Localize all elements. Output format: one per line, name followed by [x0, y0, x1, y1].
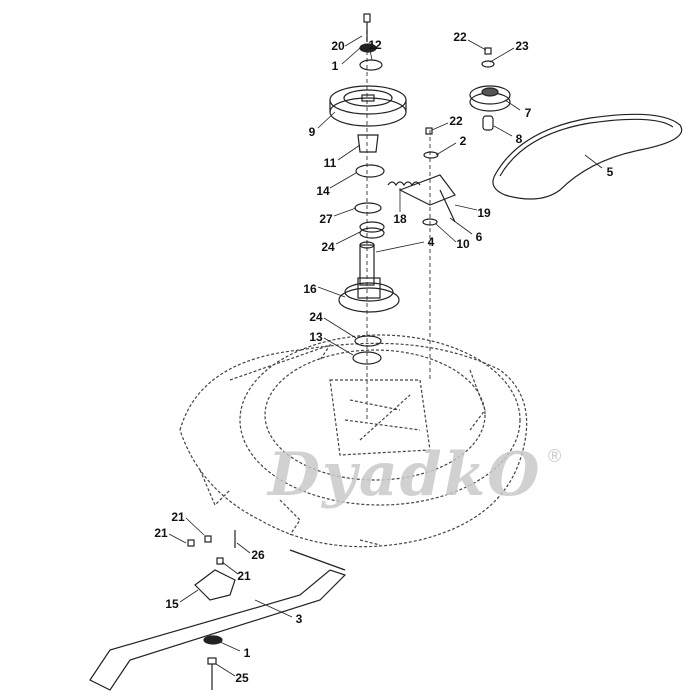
callout-22b: 22: [449, 114, 463, 128]
callout-12: 12: [368, 38, 382, 52]
bearing-24-top: [359, 221, 385, 239]
mower-deck: [179, 334, 528, 548]
callout-7: 7: [524, 106, 532, 120]
washer-23: [481, 60, 495, 68]
callout-27: 27: [319, 212, 333, 226]
callout-16: 16: [303, 282, 317, 296]
hub-11: [357, 134, 379, 153]
washer-13: [352, 351, 382, 365]
callout-25: 25: [235, 671, 249, 685]
callout-6: 6: [475, 230, 483, 244]
watermark-logo: DyadkO: [268, 440, 542, 510]
callout-24: 24: [321, 240, 335, 254]
callout-15: 15: [165, 597, 179, 611]
callout-1b: 1: [243, 646, 251, 660]
callout-20: 20: [331, 39, 345, 53]
bolts-21: [187, 530, 236, 565]
idler-arm-6: [398, 174, 456, 206]
callout-18: 18: [393, 212, 407, 226]
blade-3: [89, 569, 347, 691]
callout-24b: 24: [309, 310, 323, 324]
callout-2: 2: [459, 134, 467, 148]
callout-19: 19: [477, 206, 491, 220]
callout-21a: 21: [171, 510, 185, 524]
leader-lines: [168, 35, 603, 677]
oring-27: [354, 202, 382, 214]
nut-22-top: [484, 47, 492, 55]
callout-22: 22: [453, 30, 467, 44]
washer-10: [422, 218, 438, 226]
callout-1: 1: [331, 59, 339, 73]
callout-11: 11: [323, 156, 337, 170]
callout-26: 26: [251, 548, 265, 562]
spindle-4: [359, 241, 375, 286]
belt-5: [492, 113, 683, 200]
bearing-24-bottom: [354, 335, 382, 347]
registered-mark: ®: [548, 446, 562, 466]
callout-8: 8: [515, 132, 523, 146]
callout-14: 14: [316, 184, 330, 198]
callout-9: 9: [308, 125, 316, 139]
blade-adapter-15: [194, 569, 236, 601]
spring-18: [387, 181, 421, 187]
washer-1-bottom: [203, 635, 223, 645]
bolt-25: [207, 657, 217, 690]
callout-13: 13: [309, 330, 323, 344]
washer-2: [423, 151, 439, 159]
callout-23: 23: [515, 39, 529, 53]
callout-21c: 21: [237, 569, 251, 583]
spindle-housing-16: [338, 277, 400, 313]
bolt-20: [363, 13, 371, 42]
washer-12: [359, 59, 383, 71]
callout-4: 4: [427, 235, 435, 249]
callout-5: 5: [606, 165, 614, 179]
callout-10: 10: [456, 237, 470, 251]
pulley-9: [329, 85, 407, 127]
washer-14: [355, 164, 385, 178]
nut-22: [425, 127, 433, 135]
callout-3: 3: [295, 612, 303, 626]
callout-21b: 21: [154, 526, 168, 540]
bushing-8: [482, 115, 494, 131]
idler-pulley-7: [469, 85, 511, 112]
